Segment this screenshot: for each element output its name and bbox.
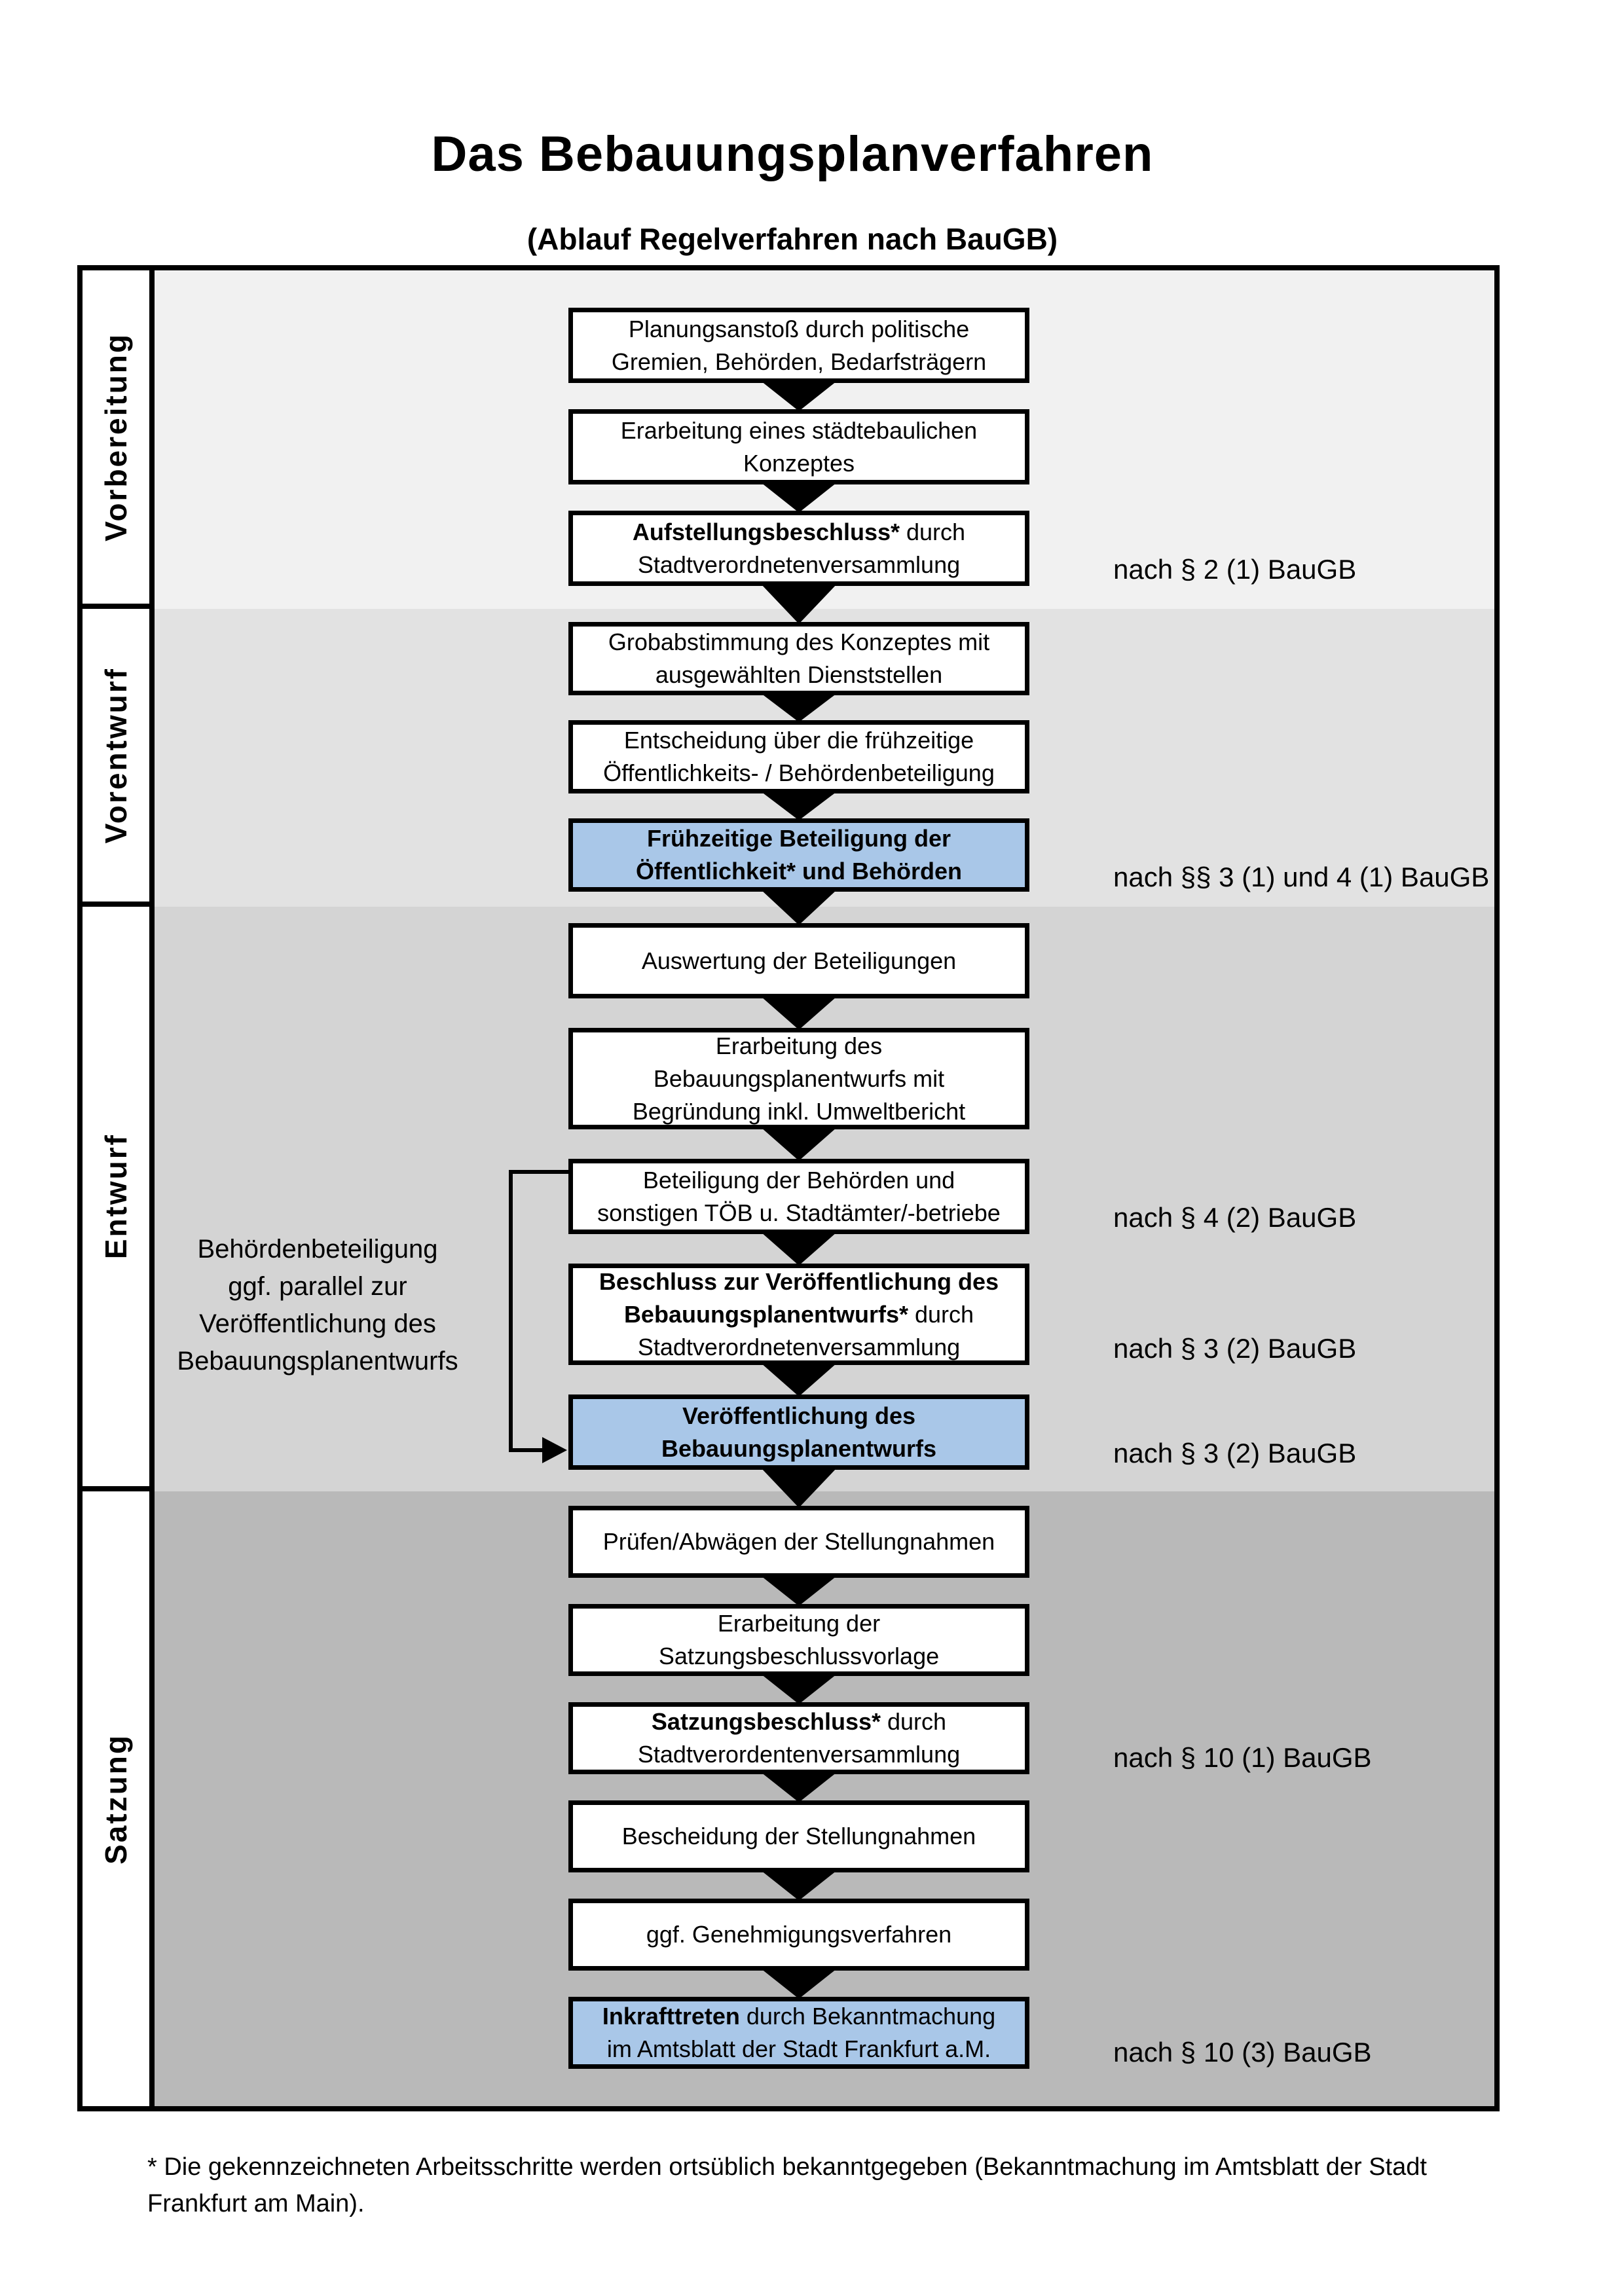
phase-stripe-entwurf [155, 907, 1494, 1491]
footnote: * Die gekennzeichneten Arbeitsschritte w… [147, 2149, 1427, 2222]
phase-background-stripes [155, 270, 1494, 2106]
phase-label-cell-entwurf: Entwurf [83, 907, 149, 1491]
phase-label-cell-vorentwurf: Vorentwurf [83, 609, 149, 907]
footnote-line: Frankfurt am Main). [147, 2190, 365, 2217]
page-title: Das Bebauungsplanverfahren [431, 126, 1154, 182]
page-subtitle: (Ablauf Regelverfahren nach BauGB) [526, 222, 1058, 256]
phase-stripe-satzung [155, 1491, 1494, 2106]
phase-label: Satzung [99, 1733, 133, 1865]
phase-label: Vorbereitung [99, 333, 133, 541]
phase-label-cell-satzung: Satzung [83, 1491, 149, 2106]
phase-stripe-vorbereitung [155, 270, 1494, 609]
phase-label: Vorentwurf [99, 666, 133, 844]
phase-stripe-vorentwurf [155, 609, 1494, 907]
phase-label-cell-vorbereitung: Vorbereitung [83, 270, 149, 609]
phase-label: Entwurf [99, 1133, 133, 1260]
footnote-line: * Die gekennzeichneten Arbeitsschritte w… [147, 2153, 1427, 2181]
